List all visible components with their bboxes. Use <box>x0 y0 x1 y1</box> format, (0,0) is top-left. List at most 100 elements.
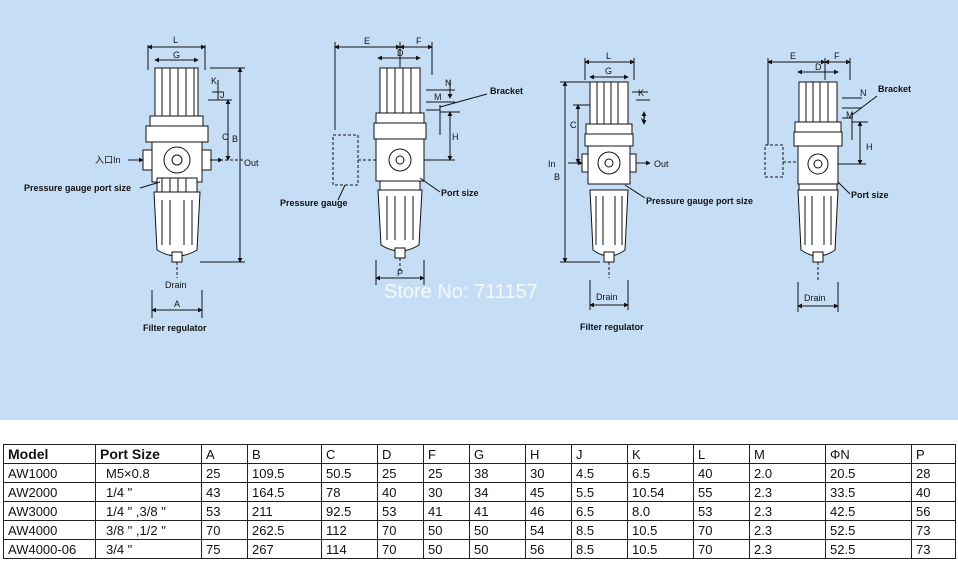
fig3-dim-K: K <box>638 88 644 98</box>
drawing-canvas: L G K J C B 入口In Out Pressure gauge port… <box>24 35 911 333</box>
fig3-gauge-port-label: Pressure gauge port size <box>646 196 753 206</box>
dimension-cell: 33.5 <box>825 482 912 502</box>
dimension-cell: 70 <box>693 520 750 540</box>
dimension-cell: 6.5 <box>571 501 628 521</box>
dimension-cell: 262.5 <box>247 520 322 540</box>
fig3-drain-label: Drain <box>596 292 618 302</box>
dimension-cell: 8.5 <box>571 520 628 540</box>
specification-table: Model Port Size A B C D F G H J K L M ΦN… <box>3 444 956 559</box>
fig2-dim-P: P <box>397 268 403 278</box>
fig3-dim-B: B <box>554 172 560 182</box>
dimension-cell: 56 <box>911 501 956 521</box>
port-size-cell: 3/4 " <box>95 539 202 559</box>
dimension-cell: 28 <box>911 463 956 483</box>
dimension-cell: 53 <box>377 501 424 521</box>
port-size-cell: 1/4 " ,3/8 " <box>95 501 202 521</box>
dimension-cell: 46 <box>525 501 572 521</box>
dimension-cell: 78 <box>321 482 378 502</box>
col-header-p: P <box>911 444 956 464</box>
dimension-cell: 54 <box>525 520 572 540</box>
col-header-port-size: Port Size <box>95 444 202 464</box>
fig4-dim-H: H <box>866 142 873 152</box>
dimension-cell: 53 <box>693 501 750 521</box>
fig1-dim-G: G <box>173 50 180 60</box>
fig4-dim-E: E <box>790 51 796 61</box>
fig3-dim-L: L <box>606 51 611 61</box>
fig1-out-label: Out <box>244 158 259 168</box>
dimension-cell: 52.5 <box>825 539 912 559</box>
col-header-model: Model <box>3 444 96 464</box>
dimension-cell: 41 <box>423 501 470 521</box>
dimension-cell: 42.5 <box>825 501 912 521</box>
dimension-cell: 34 <box>469 482 526 502</box>
model-cell: AW4000 <box>3 520 96 540</box>
technical-drawing: L G K J C B 入口In Out Pressure gauge port… <box>0 0 958 420</box>
fig1-dim-B: B <box>232 134 238 144</box>
col-header-m: M <box>749 444 826 464</box>
fig1-dim-K: K <box>211 76 217 86</box>
dimension-cell: 41 <box>469 501 526 521</box>
dimension-cell: 50 <box>469 520 526 540</box>
model-cell: AW1000 <box>3 463 96 483</box>
col-header-f: F <box>423 444 470 464</box>
fig1-dim-J: J <box>220 90 225 100</box>
fig1-drain-label: Drain <box>165 280 187 290</box>
dimension-cell: 112 <box>321 520 378 540</box>
dimension-cell: 40 <box>377 482 424 502</box>
fig4-dim-N: N <box>860 88 867 98</box>
col-header-l: L <box>693 444 750 464</box>
port-size-cell: 3/8 " ,1/2 " <box>95 520 202 540</box>
fig2-dim-H: H <box>452 132 459 142</box>
dimension-cell: 38 <box>469 463 526 483</box>
figure-4-with-bracket <box>764 58 878 312</box>
model-cell: AW2000 <box>3 482 96 502</box>
figure-1-filter-regulator <box>128 44 245 318</box>
dimension-cell: 25 <box>423 463 470 483</box>
fig1-dim-C: C <box>222 132 229 142</box>
dimension-cell: 52.5 <box>825 520 912 540</box>
table-header-row: Model Port Size A B C D F G H J K L M ΦN… <box>3 444 956 464</box>
dimension-cell: 211 <box>247 501 322 521</box>
dimension-cell: 114 <box>321 539 378 559</box>
dimension-cell: 6.5 <box>627 463 694 483</box>
dimension-cell: 2.3 <box>749 501 826 521</box>
dimension-cell: 40 <box>693 463 750 483</box>
fig3-caption: Filter regulator <box>580 322 644 332</box>
dimension-cell: 109.5 <box>247 463 322 483</box>
fig4-dim-D: D <box>815 62 822 72</box>
dimension-cell: 20.5 <box>825 463 912 483</box>
dimension-cell: 56 <box>525 539 572 559</box>
dimension-cell: 10.54 <box>627 482 694 502</box>
col-header-b: B <box>247 444 322 464</box>
dimension-cell: 25 <box>201 463 248 483</box>
dimension-cell: 2.3 <box>749 482 826 502</box>
fig2-pressure-gauge-label: Pressure gauge <box>280 198 348 208</box>
fig1-in-label: 入口In <box>95 155 121 165</box>
col-header-c: C <box>321 444 378 464</box>
fig3-dim-G: G <box>605 66 612 76</box>
dimension-cell: 53 <box>201 501 248 521</box>
dimension-cell: 30 <box>525 463 572 483</box>
col-header-k: K <box>627 444 694 464</box>
dimension-cell: 2.3 <box>749 520 826 540</box>
fig2-dim-D: D <box>397 48 404 58</box>
dimension-cell: 40 <box>911 482 956 502</box>
fig3-out-label: Out <box>654 159 669 169</box>
figure-3-filter-regulator <box>560 58 651 310</box>
fig2-dim-F: F <box>416 36 422 46</box>
col-header-n: ΦN <box>825 444 912 464</box>
col-header-h: H <box>525 444 572 464</box>
dimension-cell: 50 <box>423 520 470 540</box>
dimension-cell: 70 <box>201 520 248 540</box>
fig4-dim-M: M <box>846 110 854 120</box>
fig2-dim-M: M <box>434 92 442 102</box>
fig4-bracket-label: Bracket <box>878 84 911 94</box>
model-cell: AW4000-06 <box>3 539 96 559</box>
dimension-cell: 5.5 <box>571 482 628 502</box>
fig2-bracket-label: Bracket <box>490 86 523 96</box>
